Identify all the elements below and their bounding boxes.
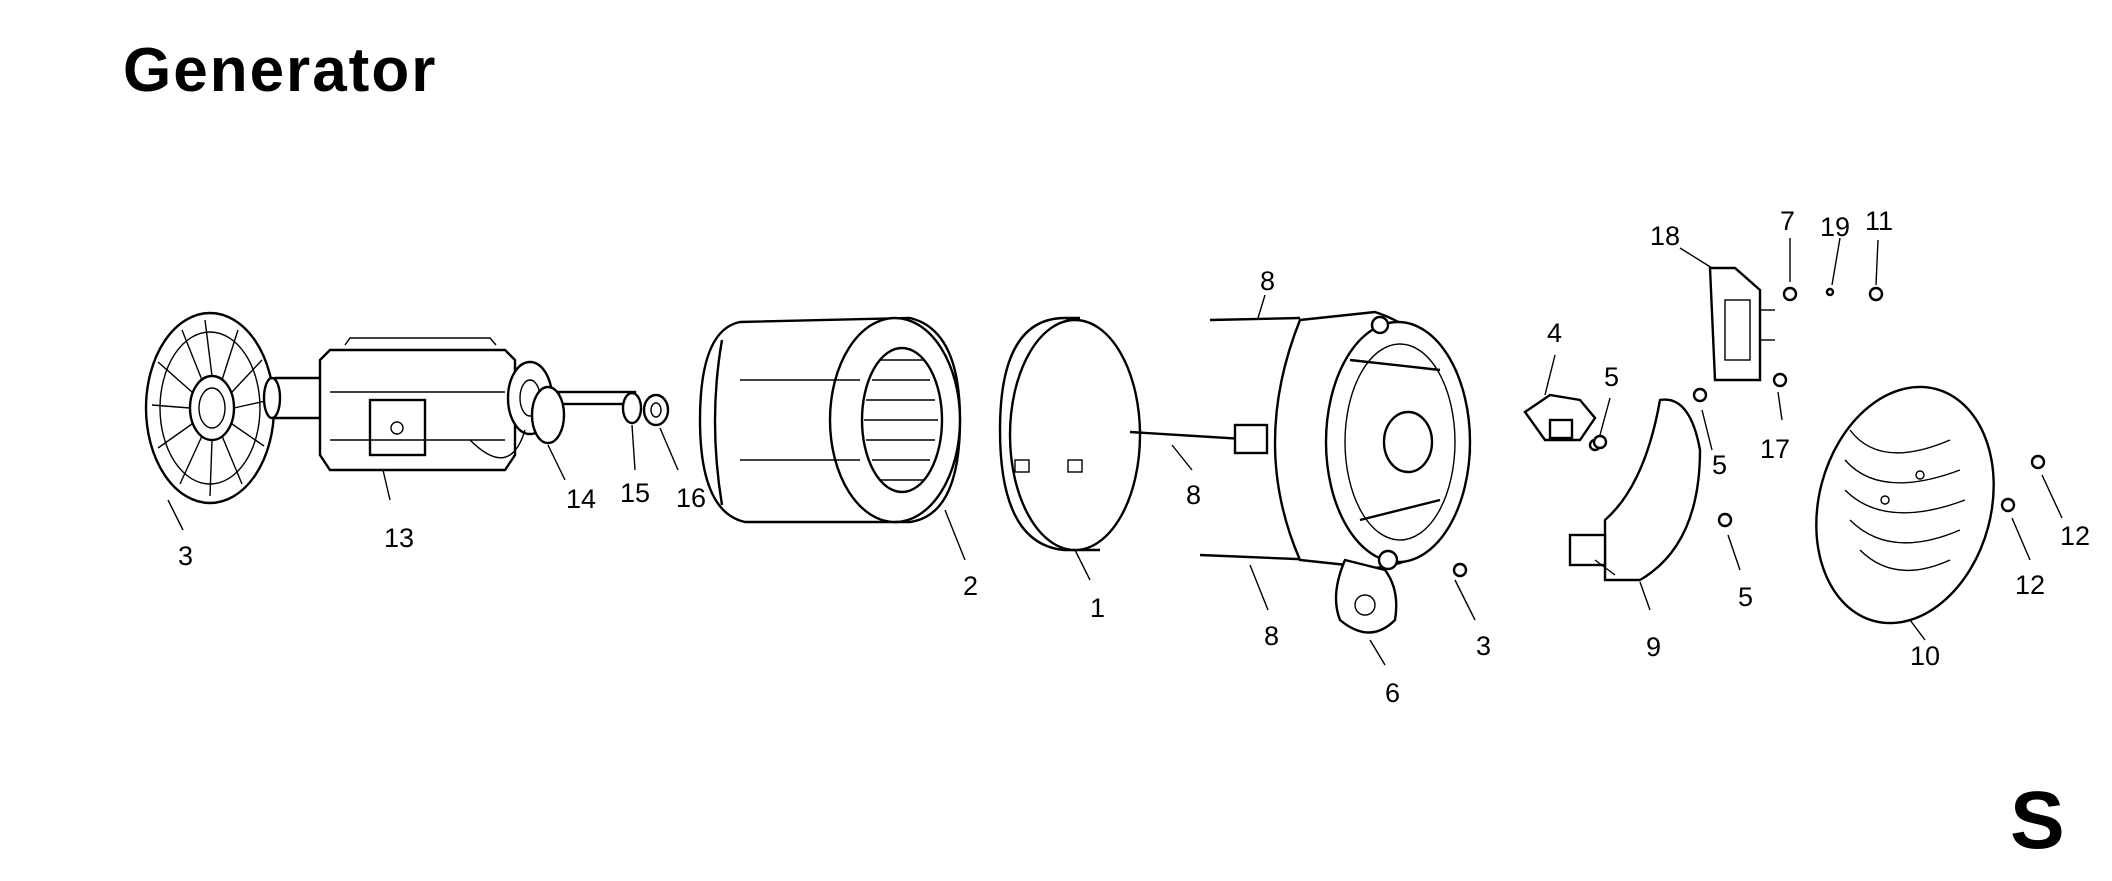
callout-3-fan: 3 [178,541,193,571]
callout-7: 7 [1780,206,1795,236]
callout-8-bottom: 8 [1264,621,1279,651]
stator-part [698,316,962,524]
end-cover-part [1815,385,1995,625]
callout-3-screw: 3 [1476,631,1491,661]
callout-2-stator: 2 [963,571,978,601]
callout-1-housing: 1 [1090,593,1105,623]
fan-part [144,311,276,505]
callout-13-rotor: 13 [384,523,414,553]
page-title: Generator [123,36,438,105]
callout-5-a: 5 [1604,362,1619,392]
callout-11: 11 [1865,206,1893,236]
callout-5-b: 5 [1712,450,1727,480]
callout-18: 18 [1650,221,1680,251]
rod-parts [1129,316,1321,562]
end-bracket-part [1273,310,1472,634]
callout-19: 19 [1820,212,1850,242]
callout-6: 6 [1385,678,1400,708]
callout-8-top: 8 [1260,266,1275,296]
callout-17: 17 [1760,434,1790,464]
rotor-part [262,337,554,472]
callout-10-end-cover: 10 [1910,641,1940,671]
housing-cylinder-part [998,316,1142,552]
rectifier-part [1708,266,1775,382]
callout-5-c: 5 [1738,582,1753,612]
leader-lines [167,237,2063,666]
cover-part [1568,398,1702,582]
callout-16: 16 [676,483,706,513]
screw-parts [1452,286,2046,578]
shaft-parts [530,385,670,445]
callout-14: 14 [566,484,596,514]
callout-12-b: 12 [2015,570,2045,600]
section-letter: S [2010,775,2065,866]
brush-holder-part [1523,393,1602,452]
callout-12-a: 12 [2060,521,2090,551]
callout-4-brush-holder: 4 [1547,318,1562,348]
callout-15: 15 [620,478,650,508]
callout-9-cover: 9 [1646,632,1661,662]
callout-8-middle: 8 [1186,480,1201,510]
